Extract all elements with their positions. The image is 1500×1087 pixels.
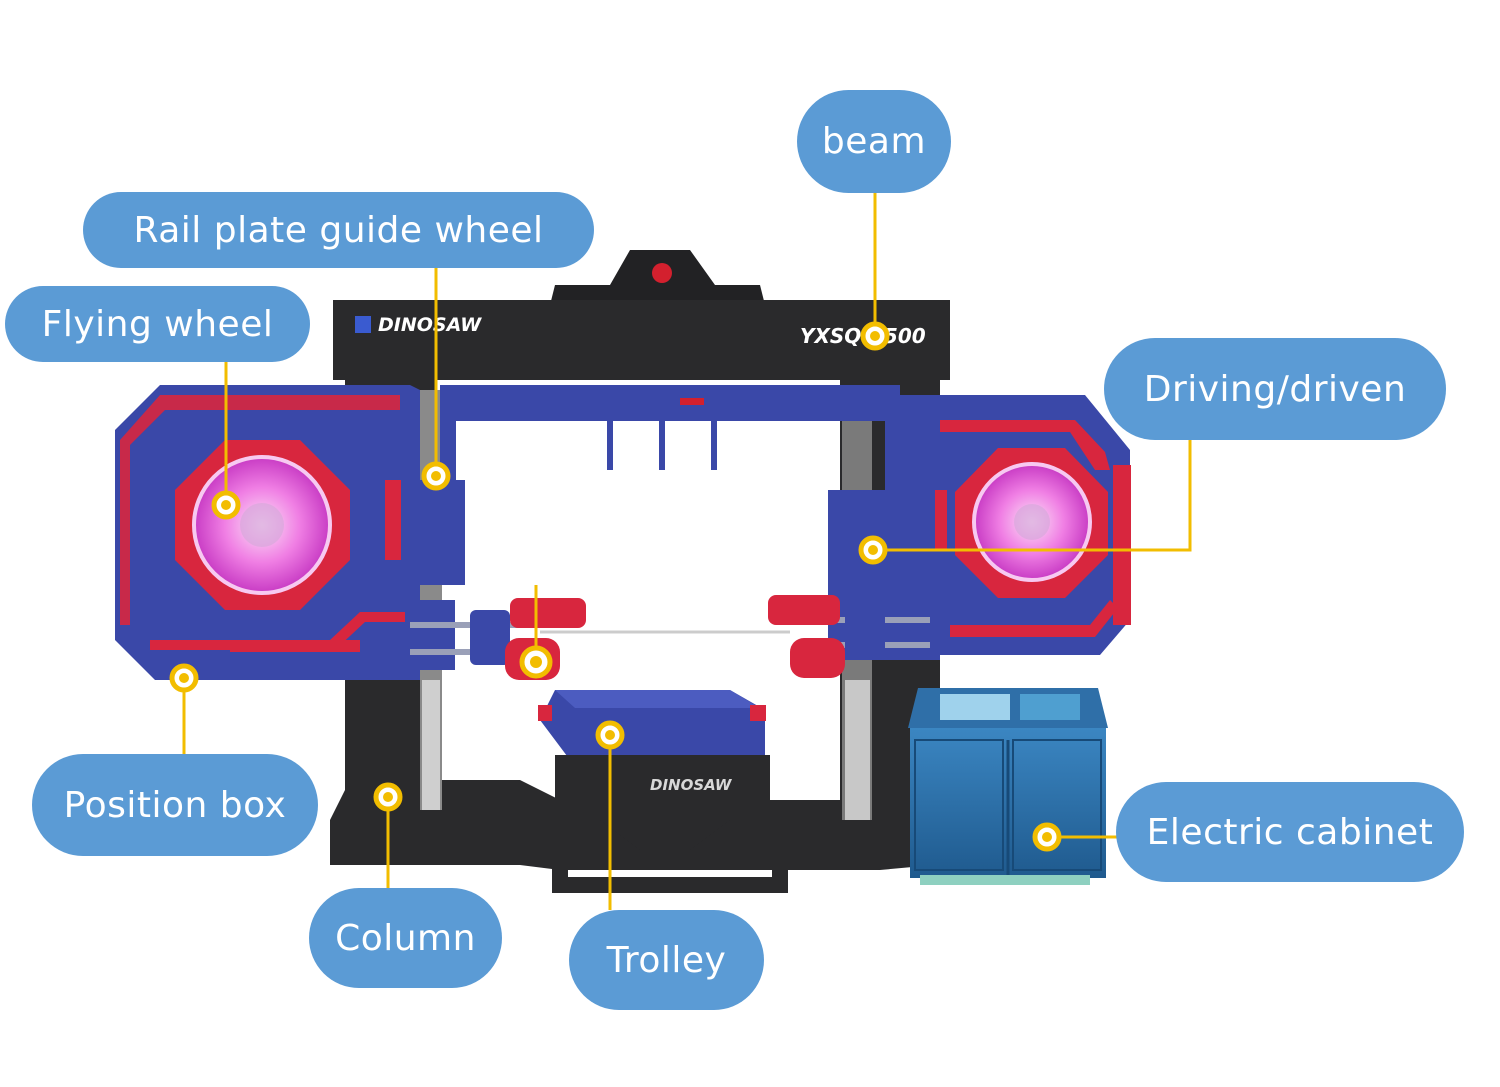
marker-trolley <box>595 720 625 750</box>
callout-column: Column <box>309 888 502 988</box>
callout-beam: beam <box>797 90 951 193</box>
callout-markers <box>169 321 1062 852</box>
beam-brand-logo: DINOSAW <box>378 314 482 336</box>
marker-column <box>373 782 403 812</box>
callout-electric-cabinet: Electric cabinet <box>1116 782 1464 882</box>
callout-flying-wheel: Flying wheel <box>5 286 310 362</box>
trolley-base <box>555 755 770 820</box>
marker-position-box <box>169 663 199 693</box>
beam-logo-mark <box>355 316 371 333</box>
leader-driving-driven <box>873 440 1192 552</box>
trolley-brand-logo: DINOSAW <box>650 776 733 794</box>
callout-trolley: Trolley <box>569 910 764 1010</box>
marker-rail-plate-guide-wheel <box>421 461 451 491</box>
marker-electric-cabinet <box>1032 822 1062 852</box>
callout-driving-driven: Driving/driven <box>1104 338 1446 440</box>
gantry-top-bar <box>440 385 900 421</box>
callout-position-box: Position box <box>32 754 318 856</box>
marker-driving-driven <box>858 535 888 565</box>
marker-cutting-head <box>519 645 553 679</box>
marker-flying-wheel <box>211 490 241 520</box>
callout-rail-plate-guide-wheel: Rail plate guide wheel <box>83 192 594 268</box>
marker-beam <box>860 321 890 351</box>
leader-lines <box>182 193 1192 910</box>
